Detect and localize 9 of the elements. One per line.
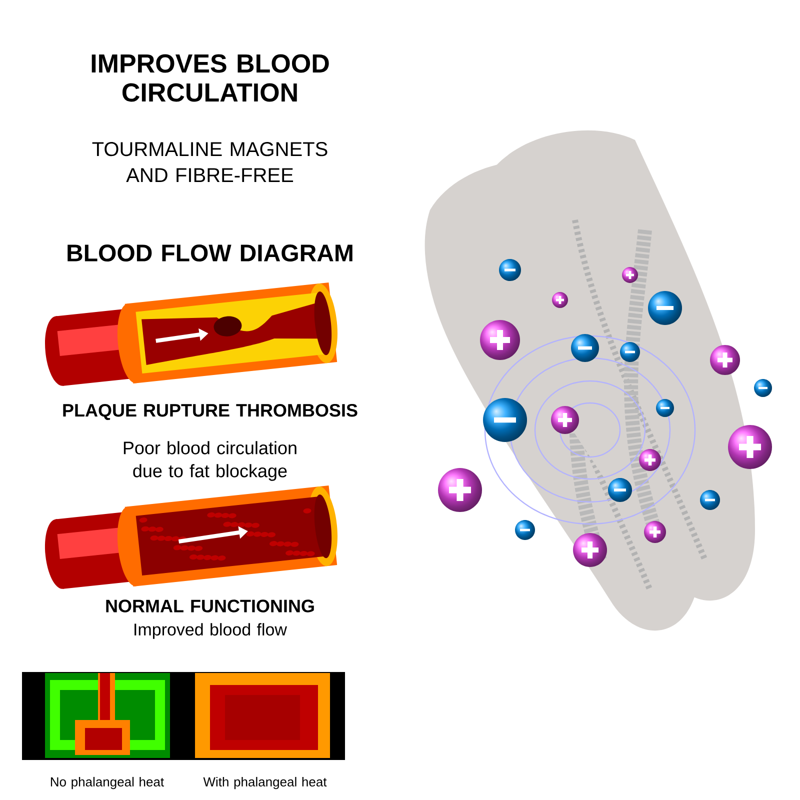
title: IMPROVES BLOOD CIRCULATION bbox=[92, 54, 329, 102]
subtitle: TOURMALINE MAGNETS AND FIBRE-FREE bbox=[92, 142, 328, 182]
caption-text: Improved blood flow bbox=[134, 623, 288, 639]
caption-heading: PLAQUE RUPTURE THROMBOSIS bbox=[63, 404, 358, 420]
section-heading: BLOOD FLOW DIAGRAM bbox=[68, 244, 352, 262]
caption-text: Poor blood circulation due to fat blockage bbox=[124, 441, 296, 481]
image-caption: No phalangeal heat bbox=[50, 776, 164, 790]
image-caption: With phalangeal heat bbox=[203, 776, 327, 790]
caption-heading: NORMAL FUNCTIONING bbox=[106, 600, 314, 612]
